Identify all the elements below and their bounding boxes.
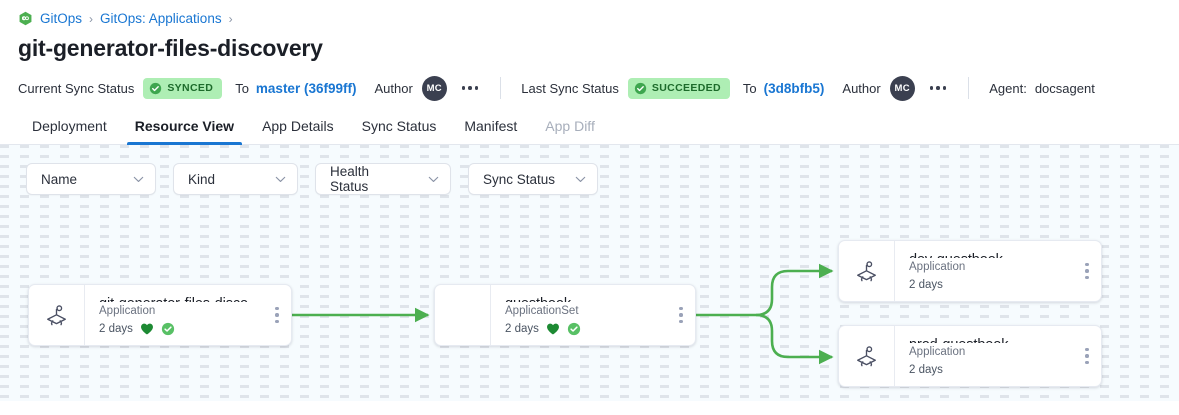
filter-sync-label: Sync Status (483, 171, 556, 187)
health-heart-icon (546, 323, 559, 335)
breadcrumb-separator-2: › (228, 11, 233, 26)
current-sync-status-badge: SYNCED (143, 77, 223, 99)
node-body: prod-guestbook Application 2 days (895, 326, 1073, 386)
node-more-menu[interactable] (263, 285, 291, 345)
node-kind: Application (99, 305, 156, 317)
health-heart-icon (140, 323, 153, 335)
filter-sync-status-dropdown[interactable]: Sync Status (468, 163, 598, 195)
sync-status-icon (567, 322, 581, 336)
last-to-label: To (742, 80, 757, 96)
tab-app-details[interactable]: App Details (248, 118, 348, 144)
node-age: 2 days (99, 323, 133, 335)
node-body: git-generator-files-disco… Application 2… (85, 285, 263, 345)
node-more-menu[interactable] (1073, 326, 1101, 386)
sync-status-icon (161, 322, 175, 336)
node-kind: Application (909, 346, 966, 358)
edge-appset-to-dev (755, 263, 834, 317)
filter-kind-dropdown[interactable]: Kind (173, 163, 298, 195)
node-more-menu[interactable] (667, 285, 695, 345)
node-title: git-generator-files-disco… (99, 295, 263, 302)
node-icon-wrap (839, 241, 895, 301)
last-sync-status-badge: SUCCEEDED (627, 77, 730, 99)
node-body: guestbook ApplicationSet 2 days (491, 285, 667, 345)
page-title: git-generator-files-discovery (18, 35, 323, 61)
node-footer: 2 days (505, 321, 667, 337)
filter-name-dropdown[interactable]: Name (26, 163, 156, 195)
node-body: dev-guestbook Application 2 days (895, 241, 1073, 301)
current-sync-status-text: SYNCED (167, 82, 214, 94)
last-sync-more-menu[interactable] (928, 81, 949, 95)
graph-node-prod-guestbook[interactable]: prod-guestbook Application 2 days (838, 325, 1102, 387)
gitops-hex-icon (19, 11, 32, 26)
filter-name-label: Name (41, 171, 78, 187)
filter-kind-label: Kind (188, 171, 216, 187)
breadcrumb-separator-1: › (89, 11, 94, 26)
check-circle-icon (634, 82, 647, 94)
current-revision-link[interactable]: master (36f99ff) (255, 80, 357, 96)
chevron-down-icon (575, 176, 586, 182)
filter-health-status-dropdown[interactable]: Health Status (315, 163, 451, 195)
node-icon-wrap (29, 285, 85, 345)
graph-node-guestbook[interactable]: guestbook ApplicationSet 2 days (434, 284, 696, 346)
node-age: 2 days (909, 279, 943, 291)
node-icon-wrap (435, 285, 491, 345)
argo-squid-icon (47, 304, 66, 325)
tab-app-diff: App Diff (531, 118, 609, 144)
last-revision-link[interactable]: (3d8bfb5) (763, 80, 825, 96)
resource-graph-canvas[interactable]: Name Kind Health Status Sync Status (0, 145, 1179, 401)
current-sync-status-label: Current Sync Status (18, 80, 135, 96)
agent-value: docsagent (1034, 80, 1095, 96)
last-sync-status-label: Last Sync Status (521, 80, 619, 96)
check-circle-icon (150, 82, 162, 94)
breadcrumb: GitOps › GitOps: Applications › (0, 0, 1179, 26)
status-divider-2 (968, 77, 970, 99)
status-divider-1 (500, 77, 502, 99)
filter-bar: Name Kind Health Status Sync Status (26, 163, 598, 195)
argo-squid-icon (857, 345, 876, 366)
node-kind: Application (909, 261, 966, 273)
tab-bar: Deployment Resource View App Details Syn… (0, 107, 1179, 145)
current-author-label: Author (374, 80, 413, 96)
status-bar: Current Sync Status SYNCED To master (36… (0, 69, 1179, 107)
tab-deployment[interactable]: Deployment (18, 118, 121, 144)
node-footer: 2 days (909, 277, 1073, 293)
node-title: prod-guestbook (909, 336, 1073, 343)
edge-appset-to-prod (755, 313, 834, 365)
last-sync-status-text: SUCCEEDED (651, 82, 721, 94)
node-title: guestbook (505, 295, 667, 302)
chevron-down-icon (275, 176, 286, 182)
node-footer: 2 days (99, 321, 263, 337)
node-title: dev-guestbook (909, 251, 1073, 258)
node-age: 2 days (909, 364, 943, 376)
tab-sync-status[interactable]: Sync Status (348, 118, 451, 144)
tab-resource-view[interactable]: Resource View (121, 118, 248, 145)
node-icon-wrap (839, 326, 895, 386)
graph-node-git-generator-files-discovery[interactable]: git-generator-files-disco… Application 2… (28, 284, 292, 346)
breadcrumb-item-gitops[interactable]: GitOps (40, 11, 83, 26)
graph-node-dev-guestbook[interactable]: dev-guestbook Application 2 days (838, 240, 1102, 302)
argo-squid-icon (857, 260, 876, 281)
current-author-avatar[interactable]: MC (421, 75, 447, 101)
tab-manifest[interactable]: Manifest (450, 118, 531, 144)
node-age: 2 days (505, 323, 539, 335)
last-author-label: Author (842, 80, 881, 96)
breadcrumb-item-applications[interactable]: GitOps: Applications (100, 11, 222, 26)
chevron-down-icon (428, 176, 439, 182)
last-author-avatar[interactable]: MC (889, 75, 915, 101)
node-more-menu[interactable] (1073, 241, 1101, 301)
node-footer: 2 days (909, 362, 1073, 378)
current-to-label: To (235, 80, 249, 96)
agent-label: Agent: (989, 80, 1027, 96)
node-kind: ApplicationSet (505, 305, 579, 317)
chevron-down-icon (133, 176, 144, 182)
current-sync-more-menu[interactable] (460, 81, 481, 95)
filter-health-label: Health Status (330, 164, 370, 194)
